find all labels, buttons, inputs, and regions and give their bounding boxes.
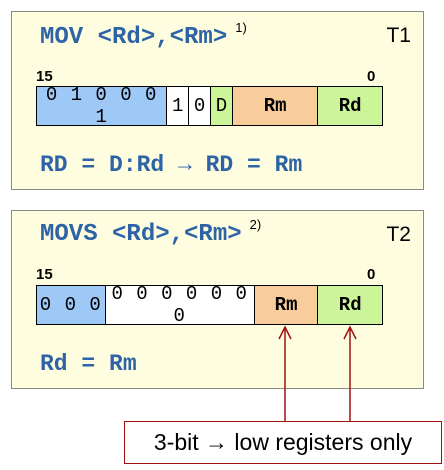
semantics-formula: Rd = Rm bbox=[40, 351, 137, 377]
bit-field: 1 bbox=[166, 87, 189, 125]
bit-number-low: 0 bbox=[367, 68, 376, 85]
bit-number-low: 0 bbox=[367, 266, 376, 283]
opcode-field: 0 1 0 0 0 1 bbox=[37, 84, 167, 128]
encoding-tag: T2 bbox=[386, 223, 411, 246]
opcode-bits: 0 1 0 0 0 1 bbox=[45, 84, 158, 128]
rd-field: Rd bbox=[317, 87, 382, 125]
arrow-to-rm-head bbox=[278, 325, 292, 340]
rm-field: Rm bbox=[231, 87, 318, 125]
note-box: 3-bit → low registers only bbox=[124, 421, 442, 464]
rd-field: Rd bbox=[317, 286, 383, 324]
instruction-encoding: 0 0 0 0 0 0 0 0 0 0 Rm Rd bbox=[36, 283, 383, 327]
opcode-field: 0 0 0 bbox=[37, 286, 105, 324]
d-field: D bbox=[210, 87, 232, 125]
zero-bits-field: 0 0 0 0 0 0 0 bbox=[104, 283, 254, 327]
bit-field: 0 bbox=[188, 87, 210, 125]
bit-number-high: 15 bbox=[36, 68, 53, 85]
encoding-panel-t1: MOV <Rd>,<Rm> 1) T1 15 0 0 1 0 0 0 1 1 0 … bbox=[11, 11, 424, 190]
opcode-bits: 0 0 0 bbox=[39, 294, 102, 316]
rm-field: Rm bbox=[253, 286, 318, 324]
syntax-text: MOVS <Rd>,<Rm> bbox=[40, 221, 242, 248]
instruction-syntax: MOV <Rd>,<Rm> 1) bbox=[40, 20, 247, 51]
encoding-tag: T1 bbox=[386, 24, 411, 47]
instruction-encoding: 0 1 0 0 0 1 1 0 D Rm Rd bbox=[36, 84, 383, 128]
footnote-marker: 2) bbox=[249, 217, 262, 232]
zero-bits: 0 0 0 0 0 0 0 bbox=[111, 283, 248, 327]
syntax-text: MOV <Rd>,<Rm> bbox=[40, 24, 228, 51]
instruction-syntax: MOVS <Rd>,<Rm> 2) bbox=[40, 217, 261, 248]
arrow-to-rd-head bbox=[343, 325, 357, 340]
footnote-marker: 1) bbox=[235, 20, 247, 35]
encoding-panel-t2: MOVS <Rd>,<Rm> 2) T2 15 0 0 0 0 0 0 0 0 0… bbox=[11, 210, 424, 389]
semantics-formula: RD = D:Rd → RD = Rm bbox=[40, 152, 303, 178]
bit-number-high: 15 bbox=[36, 266, 53, 283]
